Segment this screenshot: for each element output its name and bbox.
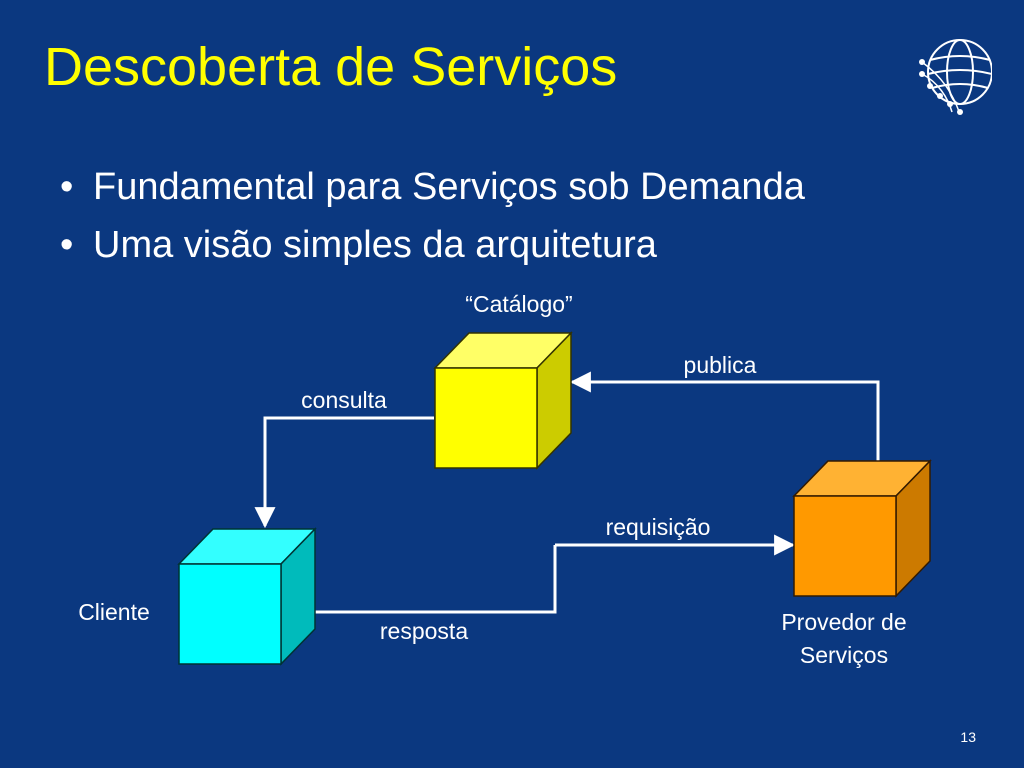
provider-label-line1: Provedor de bbox=[781, 609, 906, 635]
page-number: 13 bbox=[960, 729, 976, 745]
bullet-item: Fundamental para Serviços sob Demanda bbox=[60, 158, 805, 216]
consulta-arrow bbox=[254, 416, 434, 529]
bullet-item: Uma visão simples da arquitetura bbox=[60, 216, 805, 274]
globe-icon bbox=[919, 39, 992, 115]
consulta-label: consulta bbox=[301, 387, 387, 413]
resposta-label: resposta bbox=[380, 618, 468, 644]
catalog-node bbox=[433, 331, 573, 470]
resposta-arrow bbox=[279, 545, 557, 623]
client-node bbox=[177, 527, 317, 666]
catalog-label: “Catálogo” bbox=[465, 291, 572, 317]
slide-title: Descoberta de Serviços bbox=[44, 37, 618, 97]
bullet-list: Fundamental para Serviços sob Demanda Um… bbox=[60, 158, 805, 274]
requisicao-label: requisição bbox=[606, 514, 711, 540]
provider-label-line2: Serviços bbox=[800, 642, 888, 668]
client-label: Cliente bbox=[78, 599, 150, 625]
publica-arrow bbox=[569, 371, 880, 462]
provider-node bbox=[792, 459, 932, 598]
publica-label: publica bbox=[684, 352, 757, 378]
